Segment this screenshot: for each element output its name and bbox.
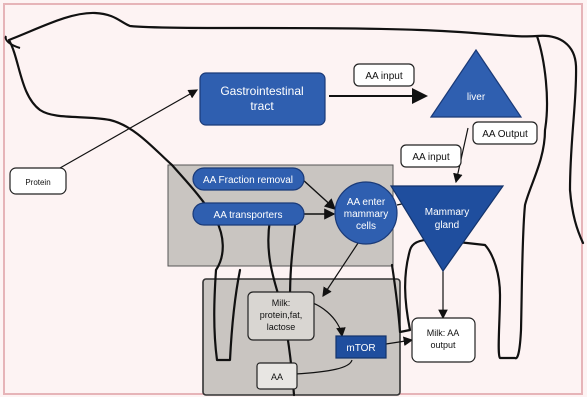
aa-input-right-label: AA input: [412, 152, 449, 163]
aa-fraction-removal-pill: [192, 167, 305, 191]
aa-output-label: AA Output: [482, 129, 528, 140]
arrow-aa-to-mtor: [294, 359, 353, 375]
protein-label: Protein: [25, 178, 50, 187]
milk-composition-box: [247, 291, 315, 341]
aa-output-box: [472, 121, 538, 145]
aa-enter-label-3: cells: [356, 221, 376, 232]
aa-enter-mammary-cells-circle: [334, 181, 398, 245]
liver-label: liver: [467, 92, 486, 103]
milk-composition-label-3: lactose: [267, 322, 296, 332]
liver-triangle: [429, 48, 523, 118]
aa-enter-label-1: AA enter: [347, 197, 386, 208]
aa-enter-label-2: mammary: [344, 209, 388, 220]
aa-input-top-label: AA input: [365, 71, 402, 82]
aa-small-box: [256, 362, 298, 390]
aa-small-label: AA: [271, 372, 283, 382]
cow-ear: [4, 35, 21, 49]
gi-tract-box: [199, 72, 326, 126]
gi-tract-label-1: Gastrointestinal: [220, 84, 303, 98]
mtor-label: mTOR: [346, 343, 375, 354]
gi-tract-label-2: tract: [250, 99, 274, 113]
mammary-gland-label-2: gland: [435, 220, 459, 231]
mammary-gland-label-1: Mammary: [425, 207, 469, 218]
protein-box: [9, 167, 67, 195]
aa-transporters-pill: [192, 202, 305, 226]
aa-input-right-box: [400, 144, 462, 168]
aa-fraction-removal-label: AA Fraction removal: [203, 175, 293, 186]
mammary-gland-triangle: [389, 185, 505, 273]
arrow-liver-to-mammary: [453, 127, 469, 184]
milk-composition-label-1: Milk:: [272, 298, 291, 308]
aa-input-top-box: [353, 63, 415, 87]
cow-outline: [7, 11, 585, 397]
milk-aa-output-label-2: output: [430, 340, 456, 350]
mtor-box: [335, 335, 387, 359]
milk-aa-output-box: [411, 317, 476, 363]
arrow-fraction-to-enter: [301, 178, 337, 210]
arrow-protein-to-gi: [59, 89, 199, 169]
milk-aa-output-label-1: Milk: AA: [427, 328, 460, 338]
milk-composition-label-2: protein,fat,: [260, 310, 303, 320]
arrow-mtor-to-milk-output: [385, 336, 414, 347]
aa-transporters-label: AA transporters: [214, 210, 283, 221]
